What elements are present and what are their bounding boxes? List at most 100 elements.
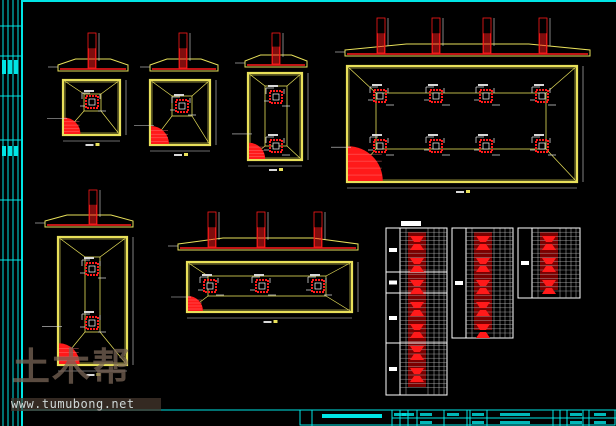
column-core [432,142,440,150]
column-core [88,98,96,106]
watermark-url: www.tumubong.net [11,398,161,411]
rebar-shape-sketch [410,346,424,360]
column-elevation [482,17,495,54]
column-leader [250,276,276,296]
rebar-shape-sketch [410,302,424,316]
column-rebar [530,134,556,156]
column-leader [530,86,556,106]
column-core [538,142,546,150]
footing-outline [148,78,212,147]
column-rebar [306,274,332,296]
watermark-logo: 土木帮 [12,345,133,389]
footing-outline [61,78,122,137]
footing-outline-inner [348,67,576,181]
footing-section [244,54,308,68]
binding-strip-text [14,60,18,74]
column-rebar [530,84,556,106]
title-block-text [500,413,530,416]
column-elevation [88,189,101,225]
rebar-shape-sketch [542,258,556,272]
title-block-text [500,421,530,424]
column-elevation [271,32,284,65]
title-block-text [420,413,432,416]
rebar-shape-sketch [410,280,424,294]
column-elevation [207,211,220,248]
rebar-shape-sketch [410,368,424,382]
rebar-schedule-table-1 [385,227,448,396]
footing-top-step [83,93,102,112]
column-core [178,102,186,110]
column-label [268,85,278,87]
column-label [478,84,488,86]
column-label [254,274,264,276]
title-block-text [402,413,414,416]
footing-outline-inner [59,238,126,364]
drawing-title-text [322,414,382,418]
footing-outline [185,260,354,314]
column-leader [80,259,106,279]
column-rebar [474,134,500,156]
column-outline [313,211,323,248]
footing-j5-plan [42,235,134,376]
footing-outline-inner [249,74,301,159]
rebar-shape-sketch [476,302,490,316]
column-leader [368,86,394,106]
plan-label [263,321,272,323]
footing-outline [56,235,129,367]
column-leader [80,92,106,112]
column-section [269,139,283,153]
rebar-schedule-table-2 [451,227,514,339]
plan-label-marker [273,320,278,323]
title-block [299,409,616,426]
column-leader [474,86,500,106]
footing-section [344,43,591,57]
footing-j4-plan [331,64,584,193]
column-label [268,134,278,136]
column-core [314,282,322,290]
plan-label-marker [279,168,283,171]
table-group-label [455,281,463,285]
rebar-mesh-detail [348,146,383,181]
column-core [88,319,96,327]
rebar-shape-sketch [476,280,490,294]
column-core [88,265,96,273]
title-block-text [420,421,432,424]
column-elevation [178,32,191,69]
rebar-schedule-table-3 [517,227,581,299]
footing-section [177,237,359,251]
column-section [311,279,325,293]
column-outline [376,17,386,54]
binding-strip-text [2,60,6,74]
footing-slope-lines [149,79,211,146]
plan-label-marker [184,153,188,156]
footing-section [44,214,134,228]
footing-top-step [375,92,547,150]
title-block-text [570,413,582,416]
column-section [535,139,549,153]
column-rebar [264,85,290,107]
column-section [85,95,99,109]
column-leader [530,136,556,156]
column-elevation [538,17,551,54]
column-section [85,262,99,276]
footing-slope-lines [247,72,303,161]
column-core [538,92,546,100]
plan-label [456,191,464,193]
rebar-shape-sketch [410,324,424,338]
table-group-label [389,248,397,252]
rebar-shape-column [408,232,426,387]
column-label [428,134,438,136]
column-elevation [313,211,326,248]
plan-label [269,169,277,171]
column-core [482,92,490,100]
table-group-label [389,316,397,320]
title-block-text [447,413,459,416]
plan-label-marker [466,190,470,193]
column-core [376,92,384,100]
plan-label [86,374,95,376]
column-label [174,94,184,96]
column-elevation [431,17,444,54]
column-label [534,134,544,136]
column-section [373,89,387,103]
